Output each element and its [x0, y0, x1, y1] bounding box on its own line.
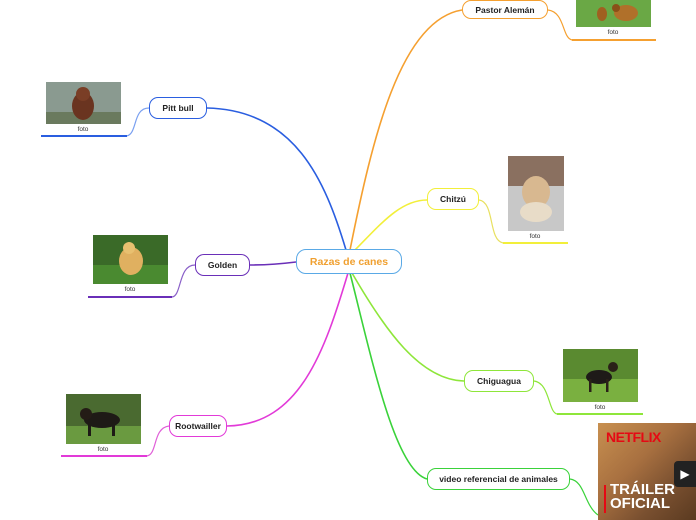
caption-rootwailler: foto	[73, 446, 133, 453]
underline-pastor	[572, 39, 656, 41]
caption-pastor: foto	[583, 29, 643, 36]
dog-illustration-chiguagua	[563, 349, 638, 402]
dog-illustration-pastor	[576, 0, 651, 27]
connector-pastor	[350, 10, 462, 250]
photo-golden[interactable]	[93, 235, 168, 284]
subconnector-chitzu	[479, 200, 503, 243]
connector-golden	[250, 262, 296, 265]
photo-pastor[interactable]	[576, 0, 651, 27]
subconnector-pitt	[126, 108, 149, 136]
dog-illustration-pitt	[46, 82, 121, 124]
branch-video-referencial[interactable]: video referencial de animales	[427, 468, 570, 490]
underline-chiguagua	[557, 413, 643, 415]
trailer-title-line2: OFICIAL	[610, 497, 675, 511]
branch-pitt-bull[interactable]: Pitt bull	[149, 97, 207, 119]
trailer-title: TRÁILER OFICIAL	[610, 483, 675, 511]
caption-chiguagua: foto	[570, 404, 630, 411]
branch-rootwailler[interactable]: Rootwailler	[169, 415, 227, 437]
connector-rootwailler	[227, 273, 348, 426]
connector-chitzu	[355, 200, 427, 250]
connector-video	[350, 273, 427, 479]
photo-rootwailler[interactable]	[66, 394, 141, 444]
caption-pitt: foto	[53, 126, 113, 133]
title-accent-bar	[604, 485, 606, 513]
underline-chitzu	[503, 242, 568, 244]
netflix-logo: NETFLIX	[606, 429, 661, 445]
dog-illustration-golden	[93, 235, 168, 284]
branch-pastor-aleman[interactable]: Pastor Alemán	[462, 0, 548, 19]
branch-golden[interactable]: Golden	[195, 254, 250, 276]
connector-chiguagua	[352, 273, 464, 381]
photo-chiguagua[interactable]	[563, 349, 638, 402]
underline-rootwailler	[61, 455, 147, 457]
central-topic[interactable]: Razas de canes	[296, 249, 402, 274]
branch-chiguagua[interactable]: Chiguagua	[464, 370, 534, 392]
underline-pitt	[41, 135, 127, 137]
photo-chitzu[interactable]	[508, 156, 564, 231]
branch-chitzu[interactable]: Chitzú	[427, 188, 479, 210]
play-icon[interactable]: ▶	[674, 461, 696, 487]
dog-illustration-chitzu	[508, 156, 564, 231]
caption-golden: foto	[100, 286, 160, 293]
subconnector-golden	[172, 265, 195, 297]
photo-pitt[interactable]	[46, 82, 121, 124]
underline-golden	[88, 296, 172, 298]
caption-chitzu: foto	[505, 233, 565, 240]
video-thumbnail[interactable]: NETFLIX TRÁILER OFICIAL ▶	[598, 423, 696, 520]
subconnector-rootwailler	[146, 426, 169, 456]
subconnector-video	[570, 479, 598, 515]
subconnector-chiguagua	[534, 381, 557, 414]
subconnector-pastor	[548, 10, 572, 40]
connector-pitt	[207, 108, 346, 250]
dog-illustration-rootwailler	[66, 394, 141, 444]
